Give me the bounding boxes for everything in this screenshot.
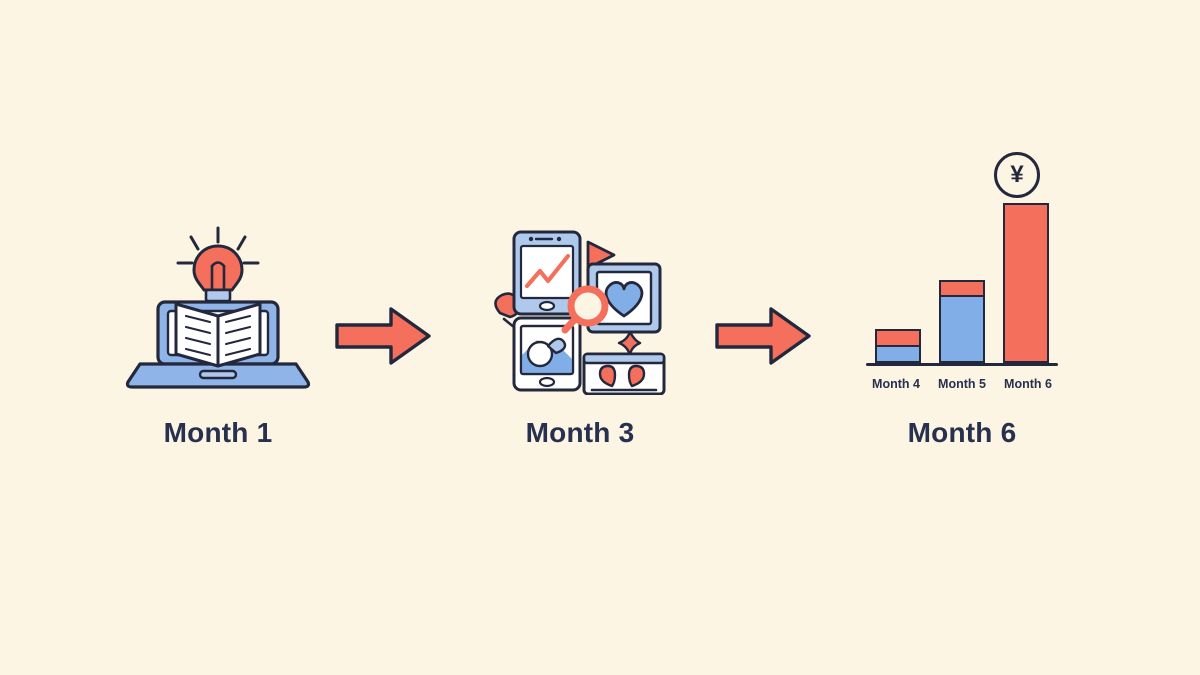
bar-month-6-coral-segment bbox=[1005, 205, 1047, 361]
social-media-content-panels-icon bbox=[480, 220, 680, 395]
stage-label-month-6: Month 6 bbox=[907, 417, 1017, 448]
bar-month-4 bbox=[875, 329, 921, 363]
bar-chart-baseline bbox=[866, 363, 1058, 366]
bar-month-4-blue-segment bbox=[877, 344, 919, 361]
stage-month-3: Month 3 bbox=[470, 220, 690, 480]
tick-label-month-6: Month 6 bbox=[1004, 377, 1052, 391]
yen-symbol: ¥ bbox=[1010, 161, 1024, 188]
bar-chart-tick-labels: Month 4 Month 5 Month 6 bbox=[862, 377, 1062, 391]
stage-label-month-3: Month 3 bbox=[525, 417, 635, 448]
stage-month-1: Month 1 bbox=[108, 220, 328, 480]
bar-month-6 bbox=[1003, 203, 1049, 363]
progress-arrow-1 bbox=[333, 305, 433, 367]
bar-column-month-5 bbox=[936, 280, 988, 363]
laptop-open-book-lightbulb-icon bbox=[118, 220, 318, 395]
bar-month-5-coral-segment bbox=[941, 282, 983, 295]
revenue-bar-chart-icon: ¥ bbox=[862, 152, 1062, 395]
bar-chart: ¥ bbox=[862, 152, 1062, 395]
tick-label-month-4: Month 4 bbox=[872, 377, 920, 391]
stage-month-6: ¥ bbox=[852, 152, 1072, 480]
bar-column-month-6 bbox=[1000, 203, 1052, 363]
tick-label-month-5: Month 5 bbox=[938, 377, 986, 391]
bar-month-5-blue-segment bbox=[941, 294, 983, 361]
bar-column-month-4 bbox=[872, 329, 924, 363]
bar-chart-plot bbox=[862, 203, 1062, 363]
bar-month-5 bbox=[939, 280, 985, 363]
progress-arrow-2 bbox=[713, 305, 813, 367]
stage-label-month-1: Month 1 bbox=[163, 417, 273, 448]
yen-coin-icon: ¥ bbox=[994, 152, 1040, 198]
bar-month-4-coral-segment bbox=[877, 331, 919, 345]
